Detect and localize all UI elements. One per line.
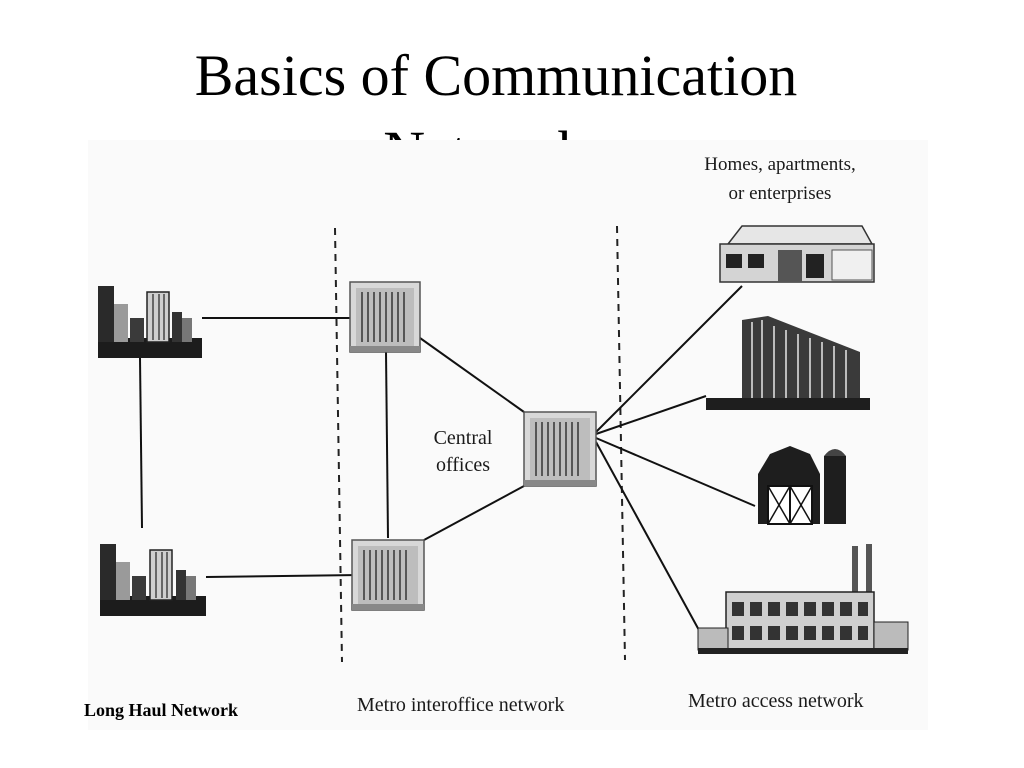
- homes-label-line-2: or enterprises: [728, 183, 832, 204]
- central-offices-label-line-1: Central: [433, 427, 493, 449]
- separator-interoffice-access: [616, 225, 626, 661]
- factory-icon: [697, 544, 909, 654]
- apartment-building-icon: [706, 316, 870, 410]
- central-offices-label: Central offices: [420, 425, 506, 479]
- city-skyline-bottom-icon: [100, 544, 206, 616]
- central-office-top-icon: [349, 281, 421, 353]
- link-office-bottom-office-center: [423, 485, 525, 541]
- link-office-top-office-bottom: [385, 351, 389, 539]
- metro-interoffice-network-label: Metro interoffice network: [357, 694, 565, 716]
- title-line-1: Basics of Communication: [194, 43, 798, 108]
- metro-access-network-label: Metro access network: [688, 690, 864, 712]
- homes-label-line-1: Homes, apartments,: [704, 154, 856, 175]
- central-office-center-icon: [523, 411, 597, 487]
- long-haul-network-label: Long Haul Network: [84, 700, 239, 720]
- link-center-apartments: [595, 395, 707, 435]
- house-icon: [719, 225, 875, 283]
- city-skyline-top-icon: [98, 286, 202, 358]
- link-center-home: [595, 285, 743, 433]
- link-center-barn: [595, 437, 756, 507]
- link-center-factory: [595, 441, 701, 633]
- homes-label: Homes, apartments, or enterprises: [660, 150, 900, 208]
- link-city-top-city-bottom: [139, 357, 143, 529]
- link-city-bottom-office-bottom: [205, 574, 361, 578]
- barn-icon: [758, 446, 846, 525]
- links: [139, 285, 756, 633]
- link-office-top-office-center: [419, 337, 525, 413]
- central-office-bottom-icon: [351, 539, 425, 611]
- central-offices-label-line-2: offices: [435, 454, 491, 476]
- separator-long-haul-metro: [334, 227, 343, 663]
